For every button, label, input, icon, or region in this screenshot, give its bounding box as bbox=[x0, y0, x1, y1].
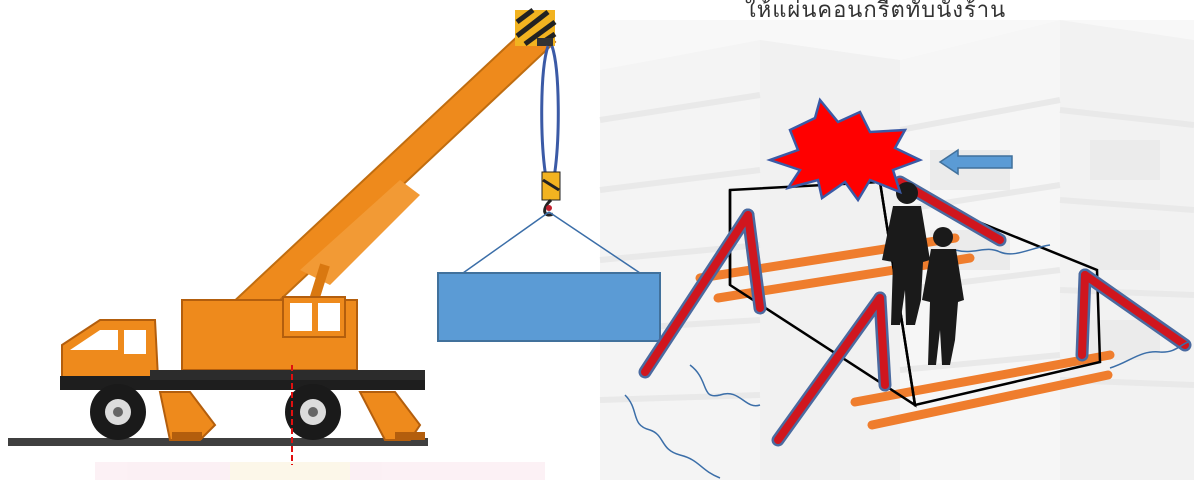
crane-wheel bbox=[285, 384, 341, 440]
background-sign bbox=[95, 462, 545, 480]
crane-wheel bbox=[90, 384, 146, 440]
mobile-crane-icon bbox=[60, 10, 555, 465]
ground bbox=[8, 438, 428, 446]
